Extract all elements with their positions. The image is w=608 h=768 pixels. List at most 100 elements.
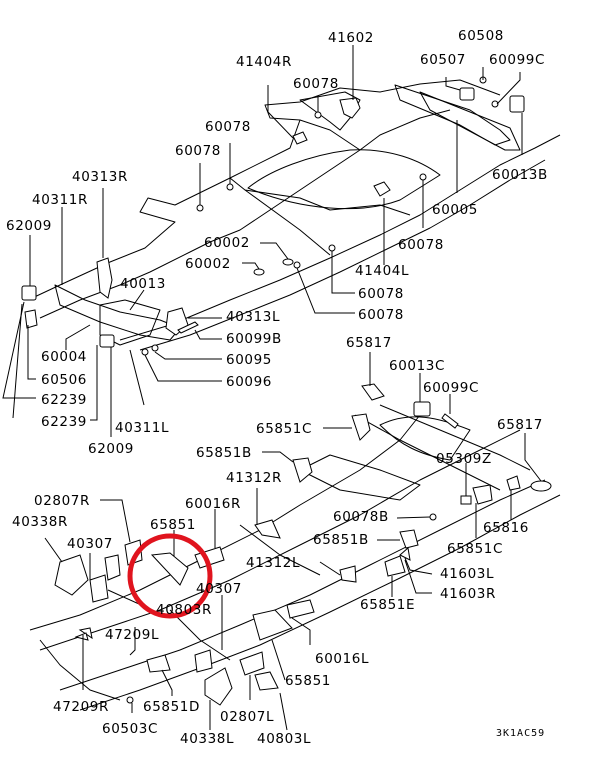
label-60002-b[interactable]: 60002 <box>185 256 231 272</box>
label-60095[interactable]: 60095 <box>226 352 272 368</box>
label-65851B-a[interactable]: 65851B <box>196 445 252 461</box>
part-60503C <box>126 696 134 704</box>
part-60099C-top <box>491 100 499 108</box>
label-60078B[interactable]: 60078B <box>333 509 389 525</box>
label-65817-a[interactable]: 65817 <box>346 335 392 351</box>
label-02807L[interactable]: 02807L <box>220 709 274 725</box>
part-65851B-a <box>292 457 313 483</box>
label-60016L[interactable]: 60016L <box>315 651 369 667</box>
part-05309Z <box>460 495 472 505</box>
label-65851C-b[interactable]: 65851C <box>447 541 503 557</box>
label-60004[interactable]: 60004 <box>41 349 87 365</box>
part-65851-hl <box>150 552 189 586</box>
part-60002-b <box>253 268 265 276</box>
part-60013C <box>413 401 431 417</box>
part-60078-d <box>419 173 427 181</box>
label-40013[interactable]: 40013 <box>120 276 166 292</box>
part-65817-a <box>361 383 385 401</box>
label-41603L[interactable]: 41603L <box>440 566 494 582</box>
label-40311L[interactable]: 40311L <box>115 420 169 436</box>
part-60078-c <box>196 204 204 212</box>
part-60078-b <box>226 183 234 191</box>
part-41312L <box>339 565 357 583</box>
label-40313L[interactable]: 40313L <box>226 309 280 325</box>
label-60099C-top[interactable]: 60099C <box>489 52 545 68</box>
part-60078-f <box>293 261 301 269</box>
part-02807R <box>124 539 143 566</box>
label-41404R[interactable]: 41404R <box>236 54 292 70</box>
part-41603 <box>399 547 411 561</box>
label-60506[interactable]: 60506 <box>41 372 87 388</box>
part-60096 <box>141 348 149 356</box>
label-65851B-b[interactable]: 65851B <box>313 532 369 548</box>
label-65851E[interactable]: 65851E <box>360 597 415 613</box>
part-60507 <box>459 87 475 101</box>
part-62009-top <box>21 285 37 301</box>
label-60013C[interactable]: 60013C <box>389 358 445 374</box>
lower-parts <box>54 383 552 706</box>
label-02807R[interactable]: 02807R <box>34 493 90 509</box>
part-60078-a <box>314 111 322 119</box>
label-65851-b[interactable]: 65851 <box>285 673 331 689</box>
label-60508[interactable]: 60508 <box>458 28 504 44</box>
label-41602[interactable]: 41602 <box>328 30 374 46</box>
label-60503C[interactable]: 60503C <box>102 721 158 737</box>
label-65851D[interactable]: 65851D <box>143 699 200 715</box>
label-60013B[interactable]: 60013B <box>492 167 548 183</box>
part-41312R <box>254 519 281 539</box>
label-40803R[interactable]: 40803R <box>156 602 212 618</box>
label-62009-bottom[interactable]: 62009 <box>88 441 134 457</box>
part-60099B <box>177 321 199 334</box>
label-47209L[interactable]: 47209L <box>105 627 159 643</box>
label-60005[interactable]: 60005 <box>432 202 478 218</box>
highlight-circle-65851 <box>127 533 213 619</box>
label-41404L[interactable]: 41404L <box>355 263 409 279</box>
label-60016R[interactable]: 60016R <box>185 496 241 512</box>
label-40338R[interactable]: 40338R <box>12 514 68 530</box>
label-65817-b[interactable]: 65817 <box>497 417 543 433</box>
label-60078-a[interactable]: 60078 <box>293 76 339 92</box>
label-60078-f[interactable]: 60078 <box>358 307 404 323</box>
label-60099C-mid[interactable]: 60099C <box>423 380 479 396</box>
label-62239-a[interactable]: 62239 <box>41 392 87 408</box>
label-40307-a[interactable]: 40307 <box>67 536 113 552</box>
label-41312R[interactable]: 41312R <box>226 470 282 486</box>
label-65851C-a[interactable]: 65851C <box>256 421 312 437</box>
label-62009-top[interactable]: 62009 <box>6 218 52 234</box>
label-40311R[interactable]: 40311R <box>32 192 88 208</box>
part-60078B <box>429 513 437 521</box>
upper-frame-drawing <box>27 79 561 351</box>
label-60002-a[interactable]: 60002 <box>204 235 250 251</box>
label-60099B[interactable]: 60099B <box>226 331 282 347</box>
label-41312L[interactable]: 41312L <box>246 555 300 571</box>
label-62239-b[interactable]: 62239 <box>41 414 87 430</box>
label-65851-hl[interactable]: 65851 <box>150 517 196 533</box>
label-40307-b[interactable]: 40307 <box>196 581 242 597</box>
part-40307-a <box>89 574 109 603</box>
label-41603R[interactable]: 41603R <box>440 586 496 602</box>
part-60078-e <box>328 244 336 252</box>
part-02807L <box>239 651 265 676</box>
label-05309Z[interactable]: 05309Z <box>436 451 492 467</box>
label-65816[interactable]: 65816 <box>483 520 529 536</box>
label-60507[interactable]: 60507 <box>420 52 466 68</box>
label-60078-e[interactable]: 60078 <box>358 286 404 302</box>
label-40803L[interactable]: 40803L <box>257 731 311 747</box>
label-60078-c[interactable]: 60078 <box>175 143 221 159</box>
part-41602 <box>339 97 361 119</box>
part-40338L <box>204 667 233 706</box>
label-60096[interactable]: 60096 <box>226 374 272 390</box>
label-40313R[interactable]: 40313R <box>72 169 128 185</box>
part-65851D <box>146 654 171 673</box>
lower-labels: 65817 60013C 60099C 65851C 65817 65851B … <box>12 335 543 747</box>
part-60095 <box>151 344 159 352</box>
label-40338L[interactable]: 40338L <box>180 731 234 747</box>
part-65851C-b <box>472 484 493 505</box>
label-60078-b[interactable]: 60078 <box>205 119 251 135</box>
part-65851B-b <box>399 529 419 549</box>
label-60078-d[interactable]: 60078 <box>398 237 444 253</box>
part-60016R <box>194 546 225 569</box>
upper-parts <box>21 76 525 356</box>
label-47209R[interactable]: 47209R <box>53 699 109 715</box>
